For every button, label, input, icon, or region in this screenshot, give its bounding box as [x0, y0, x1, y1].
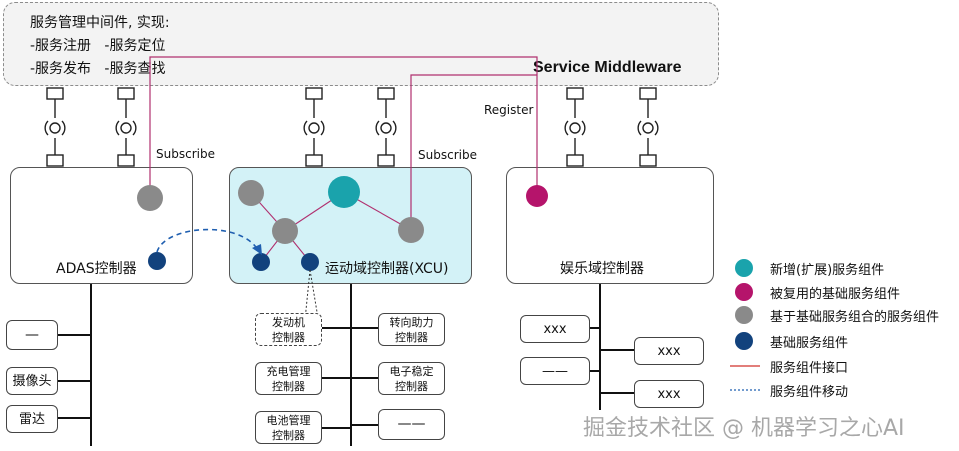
legend-interface: 服务组件接口	[770, 361, 849, 376]
xcu-composite-node-1	[238, 180, 264, 206]
legend-composite: 基于基础服务组合的服务组件	[770, 310, 940, 325]
xcu-engine-controller: 发动机 控制器	[255, 313, 322, 346]
ent-reused-base-node	[526, 185, 548, 207]
legend-migration: 服务组件移动	[770, 385, 849, 400]
subscribe-label-adas: Subscribe	[156, 147, 215, 161]
interface-ports	[44, 87, 659, 167]
xcu-base-node-2	[301, 253, 319, 271]
port-ent-2	[637, 87, 659, 167]
legend-new-service: 新增(扩展)服务组件	[770, 263, 885, 278]
legend-reused-dot	[735, 283, 753, 301]
service-middleware-panel	[3, 2, 719, 86]
watermark: 掘金技术社区 @ 机器学习之心AI	[583, 416, 905, 441]
entertainment-controller-label: 娱乐域控制器	[560, 261, 644, 277]
xcu-esc-controller: 电子稳定 控制器	[378, 362, 445, 395]
legend-new-service-dot	[735, 259, 753, 277]
adas-device-camera: 摄像头	[6, 367, 58, 395]
middleware-desc-line-1: 服务管理中间件, 实现:	[30, 15, 170, 31]
port-adas-1	[44, 87, 66, 167]
legend-base: 基础服务组件	[770, 336, 849, 351]
middleware-title: Service Middleware	[533, 59, 682, 76]
xcu-base-node-1	[252, 253, 270, 271]
xcu-charging-controller: 充电管理 控制器	[255, 362, 322, 395]
xcu-device-3: ——	[378, 409, 445, 440]
legend-base-dot	[735, 332, 753, 350]
port-xcu-2	[375, 87, 397, 167]
middleware-desc-line-2: -服务注册 -服务定位	[30, 38, 166, 54]
adas-device-radar: 雷达	[6, 405, 58, 433]
service-links	[149, 56, 538, 230]
ent-device-1: xxx	[520, 315, 590, 343]
legend-composite-dot	[735, 306, 753, 324]
bus-lines	[58, 284, 634, 446]
ent-device-2: ——	[520, 357, 590, 385]
xcu-battery-controller: 电池管理 控制器	[255, 411, 322, 444]
migration-arrow	[156, 228, 259, 253]
adas-composite-node	[137, 185, 163, 211]
xcu-composite-node-2	[272, 218, 298, 244]
register-label: Register	[484, 103, 534, 117]
adas-controller	[10, 167, 193, 284]
ent-device-4: xxx	[634, 380, 704, 408]
adas-controller-label: ADAS控制器	[56, 261, 137, 277]
ent-device-3: xxx	[634, 337, 704, 365]
subscribe-label-xcu: Subscribe	[418, 148, 477, 162]
xcu-new-service-node	[328, 176, 360, 208]
xcu-steering-controller: 转向助力 控制器	[378, 313, 445, 346]
migration-arrowhead	[252, 244, 262, 255]
legend-reused-base: 被复用的基础服务组件	[770, 287, 901, 302]
adas-base-node	[148, 252, 166, 270]
xcu-controller-label: 运动域控制器(XCU)	[325, 261, 449, 277]
port-xcu-1	[303, 87, 325, 167]
port-adas-2	[115, 87, 137, 167]
adas-device-1: —	[6, 320, 58, 350]
port-ent-1	[564, 87, 586, 167]
xcu-composite-node-3	[398, 217, 424, 243]
